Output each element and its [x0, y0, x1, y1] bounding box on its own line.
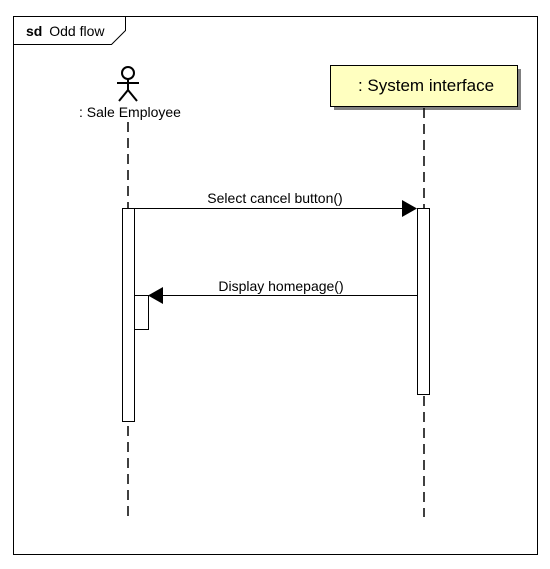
- message-arrowhead-display-homepage: [148, 287, 163, 304]
- actor-stick-figure-icon: [117, 66, 139, 102]
- actor-label: : Sale Employee: [79, 104, 181, 120]
- message-label-select-cancel: Select cancel button(): [207, 190, 342, 206]
- actor-activation-bar: [122, 208, 135, 422]
- frame-title: sd Odd flow: [26, 23, 105, 39]
- message-label-display-homepage: Display homepage(): [218, 278, 343, 294]
- system-lifeline-label: : System interface: [358, 76, 494, 95]
- frame-keyword: sd: [26, 23, 42, 39]
- message-arrowhead-select-cancel: [402, 200, 417, 217]
- system-lifeline-head: [330, 65, 518, 107]
- system-activation-bar: [417, 208, 430, 395]
- frame-title-tab: [13, 16, 126, 45]
- actor-nested-activation-bar: [134, 295, 149, 330]
- frame-name: Odd flow: [49, 23, 105, 39]
